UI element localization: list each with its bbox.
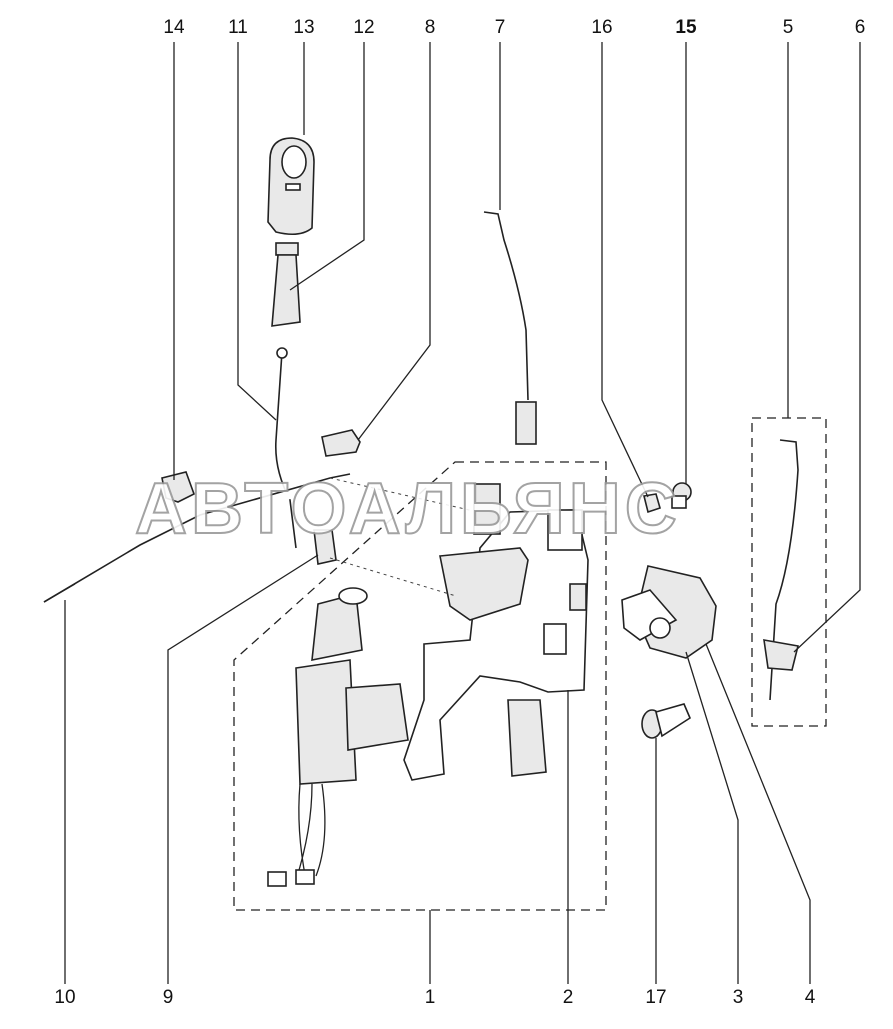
callout-6: 6	[854, 17, 866, 38]
part-14-clip	[161, 471, 195, 503]
callout-11: 11	[228, 17, 248, 38]
part-11-rod	[274, 351, 297, 549]
callout-8: 8	[424, 17, 436, 38]
part-17-bolt	[641, 703, 692, 739]
callout-17: 17	[645, 987, 667, 1008]
callout-14: 14	[163, 17, 185, 38]
part-2-lock-body	[403, 483, 589, 781]
actuator-motor	[267, 587, 409, 887]
part-7-rod	[483, 211, 537, 445]
callout-10: 10	[54, 987, 76, 1008]
part-13-key-head	[267, 137, 315, 236]
callout-9: 9	[162, 987, 174, 1008]
assembly-frame-5	[751, 417, 827, 727]
watermark: АВТОАЛЬЯНС	[134, 468, 681, 550]
leader-lines	[64, 42, 861, 984]
callout-15: 15	[675, 17, 697, 38]
callout-2: 2	[562, 987, 574, 1008]
part-12-key-blade	[271, 242, 301, 327]
callout-4: 4	[804, 987, 816, 1008]
callout-16: 16	[591, 17, 613, 38]
callout-5: 5	[782, 17, 794, 38]
part-10-long-rod	[43, 473, 351, 603]
assembly-frame-1	[233, 461, 607, 911]
callout-1: 1	[424, 987, 436, 1008]
part-9-bushing	[313, 529, 337, 565]
part-16-nut	[643, 493, 661, 514]
callout-13: 13	[293, 17, 315, 38]
part-8-clip	[321, 429, 361, 457]
part-3-4-striker	[621, 565, 717, 659]
callout-3: 3	[732, 987, 744, 1008]
part-5-6-rod	[763, 439, 799, 701]
callout-12: 12	[353, 17, 375, 38]
callout-7: 7	[494, 17, 506, 38]
part-15-screw	[671, 482, 692, 509]
